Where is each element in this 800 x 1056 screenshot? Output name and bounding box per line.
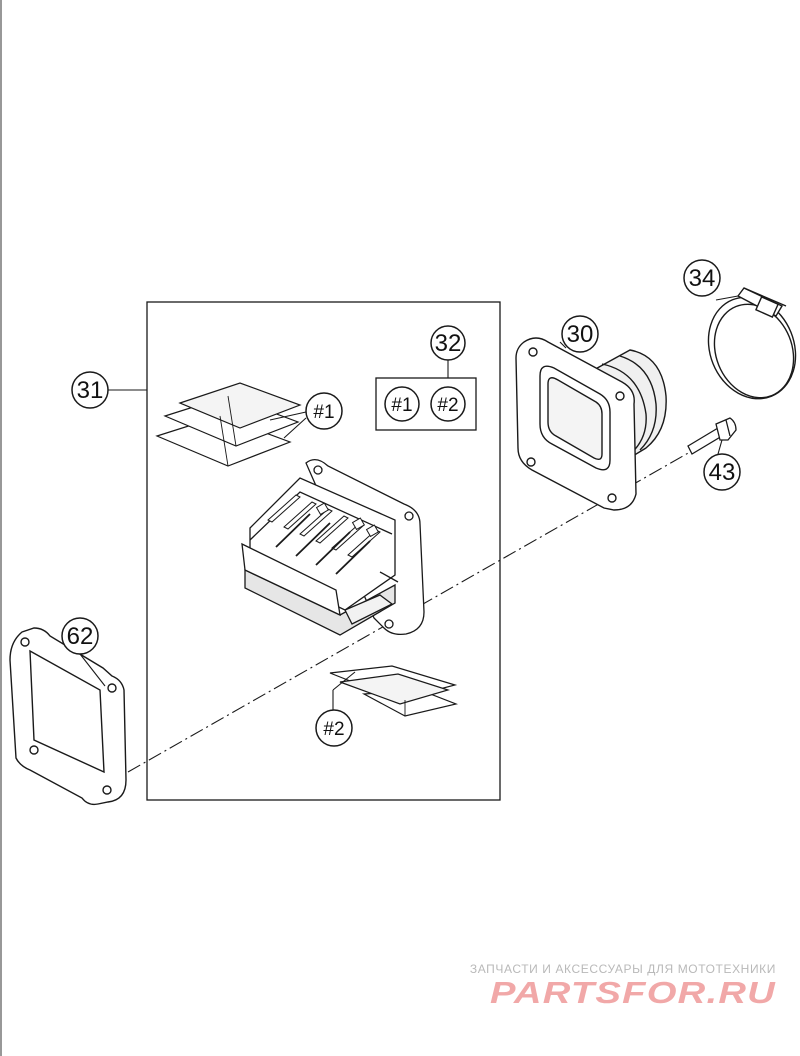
callout-30-label: 30 [567,321,594,348]
leader-lines [79,295,739,716]
callout-petal-2-label: #2 [323,719,344,740]
callout-kit-1-label: #1 [391,395,412,416]
callout-petal-2: #2 [315,709,353,747]
callout-kit-2-label: #2 [437,395,458,416]
callout-31-label: 31 [77,377,104,404]
part-30-intake-flange [515,337,667,511]
callout-kit-1: #1 [384,386,420,422]
assembly-frame-31 [146,301,501,801]
watermark: ЗАПЧАСТИ И АКСЕССУАРЫ ДЛЯ МОТОТЕХНИКИ PA… [470,962,777,1010]
callout-62-label: 62 [67,623,94,650]
callout-43-label: 43 [709,459,736,486]
callout-34-label: 34 [689,265,716,292]
part-43-bolt [687,417,737,455]
reed-petals-2 [329,665,459,717]
callout-62: 62 [61,617,99,655]
kit-32-box [375,377,477,431]
watermark-logo: PARTSFOR.RU [490,975,777,1010]
watermark-caption: ЗАПЧАСТИ И АКСЕССУАРЫ ДЛЯ МОТОТЕХНИКИ [470,962,776,976]
callout-32-label: 32 [435,330,462,357]
callout-30: 30 [561,315,599,353]
callout-34: 34 [683,259,721,297]
reed-petals-1 [155,382,302,467]
callout-31: 31 [71,371,109,409]
callout-petal-1-label: #1 [313,402,334,423]
part-34-hose-clamp [707,287,797,400]
callout-kit-2: #2 [430,386,466,422]
callout-32: 32 [430,325,466,361]
part-62-gasket [9,627,127,806]
callout-43: 43 [703,453,741,491]
reed-block [241,459,425,636]
callout-petal-1: #1 [305,392,343,430]
